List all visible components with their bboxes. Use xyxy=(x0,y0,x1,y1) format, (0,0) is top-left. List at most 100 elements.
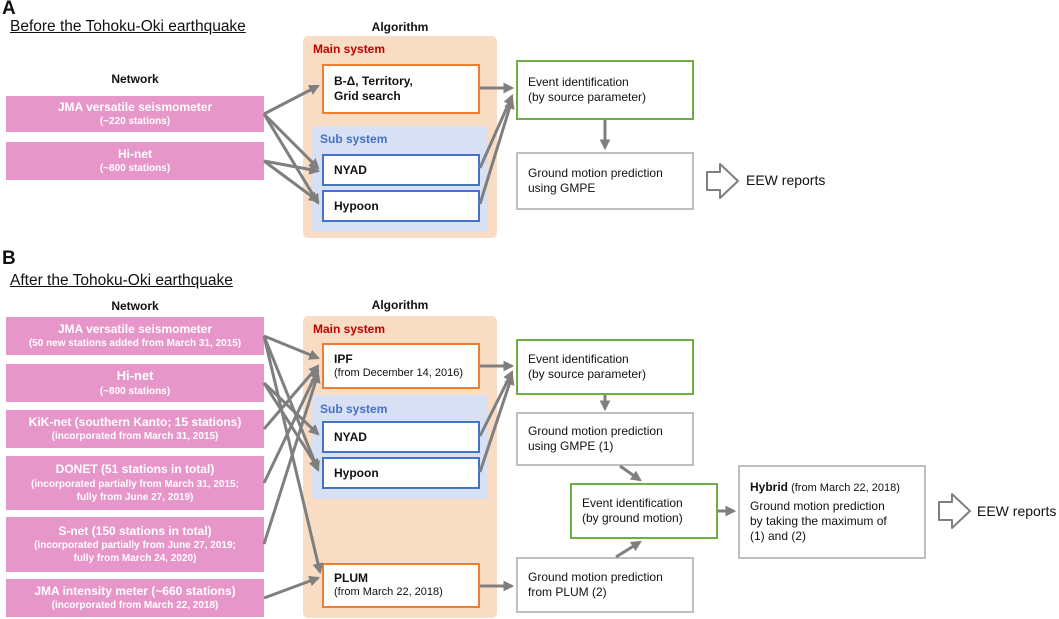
gmp-plum-line2: from PLUM (2) xyxy=(528,585,607,599)
event-id-line1: Event identification xyxy=(528,75,629,89)
network-name: Hi-net xyxy=(118,146,152,161)
panel-b-nyad-box: NYAD xyxy=(322,421,480,453)
panel-b-network-heading: Network xyxy=(111,299,159,313)
network-name: JMA versatile seismometer xyxy=(57,99,213,114)
network-detail: (incorporated from March 31, 2015) xyxy=(51,431,219,443)
panel-b-network-donet: DONET (51 stations in total) (incorporat… xyxy=(6,456,264,510)
panel-b-event-id-motion-box: Event identification (by ground motion) xyxy=(570,483,718,539)
panel-a-network-jma-seismometer: JMA versatile seismometer (~220 stations… xyxy=(6,96,264,132)
network-name: JMA intensity meter (~660 stations) xyxy=(34,583,236,598)
hybrid-heading: Hybrid (from March 22, 2018) xyxy=(750,480,924,496)
arrow-b-gmpe-to-motion-event xyxy=(619,464,642,482)
event-id-motion-line2: (by ground motion) xyxy=(582,511,683,525)
network-detail-2: fully from March 24, 2020) xyxy=(73,553,197,565)
arrow-b-jma-to-ipf xyxy=(263,334,321,360)
arrow-a-hypoon-to-event xyxy=(478,97,515,205)
panel-b-network-hi-net: Hi-net (~800 stations) xyxy=(6,364,264,402)
panel-b-eew-arrow-icon xyxy=(938,493,971,529)
hybrid-line3: (1) and (2) xyxy=(750,529,807,544)
network-name: S-net (150 stations in total) xyxy=(58,523,212,538)
event-id-source-line1: Event identification xyxy=(528,352,629,366)
panel-b-ipf-box: IPF (from December 14, 2016) xyxy=(322,343,480,389)
panel-b-eew-reports: EEW reports xyxy=(977,503,1057,519)
network-name: Hi-net xyxy=(116,368,154,384)
hybrid-date: (from March 22, 2018) xyxy=(788,481,900,494)
arrow-b-gmp-plum-to-motion-event xyxy=(615,540,642,559)
panel-a-ground-motion-box: Ground motion prediction using GMPE xyxy=(516,152,694,210)
network-detail: (~800 stations) xyxy=(99,163,171,175)
panel-b-network-jma-intensity: JMA intensity meter (~660 stations) (inc… xyxy=(6,579,264,617)
panel-b-plum-box: PLUM (from March 22, 2018) xyxy=(322,563,480,608)
panel-b-letter: B xyxy=(2,248,16,269)
panel-a-algorithm-heading: Algorithm xyxy=(371,20,429,34)
ipf-detail: (from December 14, 2016) xyxy=(334,366,463,379)
arrow-a-nyad-to-event xyxy=(478,94,514,169)
hybrid-line2: by taking the maximum of xyxy=(750,514,887,529)
network-detail-2: fully from June 27, 2019) xyxy=(76,491,194,503)
network-name: KiK-net (southern Kanto; 15 stations) xyxy=(28,414,242,429)
plum-name: PLUM xyxy=(334,571,368,586)
arrow-b-kiknet-to-ipf xyxy=(262,364,320,430)
arrow-a-hinet-to-nyad xyxy=(263,159,321,175)
network-detail: (incorporated from March 22, 2018) xyxy=(51,600,219,612)
panel-a-main-system-label: Main system xyxy=(313,42,386,56)
arrow-b-intensity-to-plum xyxy=(263,575,321,600)
event-id-line2: (by source parameter) xyxy=(528,90,647,104)
gmp-line2: using GMPE xyxy=(528,181,596,195)
nyad-label: NYAD xyxy=(334,429,367,444)
arrow-b-hinet-to-nyad xyxy=(262,381,320,436)
arrow-a-jma-to-hypoon xyxy=(262,113,320,205)
panel-a-hypoon-box: Hypoon xyxy=(322,190,480,222)
arrow-b-snet-to-ipf xyxy=(262,371,321,545)
panel-b-title: After the Tohoku-Oki earthquake xyxy=(10,272,233,289)
panel-a-eew-reports: EEW reports xyxy=(746,172,826,188)
gmp-line1: Ground motion prediction xyxy=(528,166,663,180)
hypoon-label: Hypoon xyxy=(334,465,379,480)
panel-b-gmp-plum-box: Ground motion prediction from PLUM (2) xyxy=(516,557,694,613)
panel-b-event-id-source-box: Event identification (by source paramete… xyxy=(516,339,694,395)
panel-b-gmp-gmpe-box: Ground motion prediction using GMPE (1) xyxy=(516,412,694,466)
panel-a-nyad-box: NYAD xyxy=(322,154,480,186)
panel-b-hybrid-box: Hybrid (from March 22, 2018) Ground moti… xyxy=(738,465,926,559)
arrow-b-hypoon-to-event xyxy=(478,373,515,473)
panel-b-network-jma-seismometer: JMA versatile seismometer (50 new statio… xyxy=(6,317,264,355)
gmp-gmpe-line2: using GMPE (1) xyxy=(528,439,614,453)
panel-a-letter: A xyxy=(2,0,16,19)
main-algorithm-line2: Grid search xyxy=(334,89,401,103)
main-algorithm-line1: B-Δ, Territory, xyxy=(334,74,413,88)
plum-detail: (from March 22, 2018) xyxy=(334,586,443,599)
network-name: DONET (51 stations in total) xyxy=(55,462,215,477)
panel-a-main-algorithm-box: B-Δ, Territory, Grid search xyxy=(322,64,480,114)
hypoon-label: Hypoon xyxy=(334,198,379,213)
panel-b-hypoon-box: Hypoon xyxy=(322,457,480,489)
gmp-plum-line1: Ground motion prediction xyxy=(528,570,663,584)
panel-b-main-system-label: Main system xyxy=(313,322,386,336)
arrow-a-jma-to-nyad xyxy=(262,112,320,170)
ipf-name: IPF xyxy=(334,351,353,366)
event-id-source-line2: (by source parameter) xyxy=(528,367,647,381)
hybrid-name: Hybrid xyxy=(750,479,789,494)
panel-b-network-kik-net: KiK-net (southern Kanto; 15 stations) (i… xyxy=(6,410,264,448)
network-detail: (incorporated partially from March 31, 2… xyxy=(31,478,239,490)
event-id-motion-line1: Event identification xyxy=(582,496,683,510)
panel-b-algorithm-heading: Algorithm xyxy=(371,298,429,312)
panel-a-network-heading: Network xyxy=(111,72,159,86)
nyad-label: NYAD xyxy=(334,162,367,177)
network-detail: (~220 stations) xyxy=(99,116,171,128)
panel-a-title: Before the Tohoku-Oki earthquake xyxy=(10,18,246,35)
panel-a-network-hi-net: Hi-net (~800 stations) xyxy=(6,142,264,180)
panel-b-sub-system-label: Sub system xyxy=(320,402,388,416)
panel-b-network-s-net: S-net (150 stations in total) (incorpora… xyxy=(6,517,264,572)
arrow-a-hinet-to-hypoon xyxy=(263,159,320,203)
panel-a-sub-system-label: Sub system xyxy=(320,132,388,146)
arrow-b-jma-to-hypoon xyxy=(262,335,320,473)
network-detail: (incorporated partially from June 27, 20… xyxy=(34,540,236,552)
arrow-b-donet-to-ipf xyxy=(262,368,320,484)
hybrid-line1: Ground motion prediction xyxy=(750,499,885,514)
network-name: JMA versatile seismometer xyxy=(57,321,213,336)
panel-a-eew-arrow-icon xyxy=(706,163,739,199)
gmp-gmpe-line1: Ground motion prediction xyxy=(528,424,663,438)
network-detail: (~800 stations) xyxy=(99,385,171,397)
network-detail: (50 new stations added from March 31, 20… xyxy=(28,338,242,350)
